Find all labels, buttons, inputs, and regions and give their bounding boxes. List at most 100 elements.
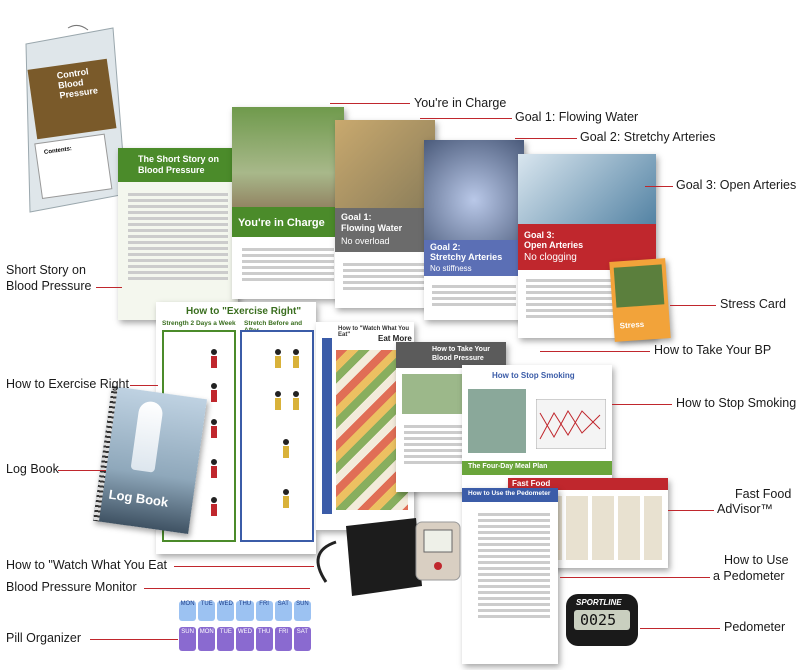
meal-plan-title: The Four-Day Meal Plan — [468, 463, 548, 470]
label-pedometer-use-2: a Pedometer — [713, 569, 785, 583]
in-charge-title: You're in Charge — [238, 217, 325, 229]
goal3-photo — [518, 154, 656, 234]
bp-title: How to Take Your Blood Pressure — [432, 346, 490, 362]
goal2-photo — [424, 140, 524, 240]
goal2-tag: No stiffness — [430, 264, 472, 273]
label-goal3: Goal 3: Open Arteries — [676, 178, 797, 192]
goal2-sub: Stretchy Arteries — [430, 252, 503, 262]
pill-cell: WED — [217, 601, 235, 621]
label-pedometer-use-1: How to Use — [724, 553, 789, 567]
pill-cell: FRI — [274, 627, 292, 651]
eat-left-strip — [322, 338, 332, 514]
leader-exercise-right — [130, 385, 158, 386]
goal1-tag: No overload — [341, 236, 390, 246]
label-fast-food-2: AdVisor™ — [717, 502, 774, 516]
leader-stress-card — [670, 305, 716, 306]
goal1-photo — [335, 120, 435, 208]
kit-bag: Control Blood Pressure Contents: — [8, 24, 128, 214]
pill-cell: SAT — [274, 601, 292, 621]
leader-watch-eat — [174, 566, 314, 567]
label-stress-card: Stress Card — [720, 297, 786, 311]
label-stop-smoking: How to Stop Smoking — [676, 396, 797, 410]
meal-plan-band — [462, 461, 612, 475]
goal1-doc: Goal 1: Flowing Water No overload — [335, 120, 435, 308]
label-bp-monitor: Blood Pressure Monitor — [6, 580, 137, 594]
pedometer-display — [574, 610, 630, 630]
goal3-title: Goal 3: — [524, 230, 555, 240]
leader-goal3 — [645, 186, 673, 187]
pill-cell: TUE — [198, 601, 216, 621]
label-pill-organizer: Pill Organizer — [6, 631, 82, 645]
label-pedometer: Pedometer — [724, 620, 786, 634]
pill-bottom-row: SUN MON TUE WED THU FRI SAT — [178, 626, 312, 652]
pill-cell: SUN — [293, 601, 311, 621]
pedometer-device: SPORTLINE 0025 — [566, 594, 638, 646]
leader-log-book — [58, 470, 106, 471]
exercise-title: How to "Exercise Right" — [186, 306, 302, 317]
pill-cell: MON — [198, 627, 216, 651]
label-watch-eat: How to "Watch What You Eat — [6, 558, 167, 572]
in-charge-text — [242, 245, 334, 284]
goal3-tag: No clogging — [524, 252, 577, 263]
exercise-right-col — [240, 330, 314, 542]
log-book-title: Log Book — [107, 486, 170, 510]
fast-food-band — [508, 478, 668, 490]
exercise-left-heading: Strength 2 Days a Week — [162, 320, 236, 327]
short-story-header — [118, 148, 238, 182]
in-charge-doc: You're in Charge — [232, 107, 344, 299]
goal2-band — [424, 240, 524, 276]
label-youre-in-charge: You're in Charge — [414, 96, 507, 110]
pill-cell: TUE — [217, 627, 235, 651]
bp-monitor-illustration — [316, 518, 461, 596]
pill-cell: WED — [236, 627, 254, 651]
goal3-sub: Open Arteries — [524, 240, 584, 250]
goal3-text — [526, 276, 616, 321]
exercise-figures — [211, 349, 299, 516]
leader-goal1 — [420, 118, 512, 119]
short-story-doc: The Short Story on Blood Pressure — [118, 148, 238, 320]
label-take-bp: How to Take Your BP — [654, 343, 772, 357]
pill-cell: THU — [255, 627, 273, 651]
eat-more: Eat More — [378, 334, 412, 343]
smoking-doc: How to Stop Smoking The Four-Day Meal Pl… — [462, 365, 612, 495]
label-exercise-right: How to Exercise Right — [6, 377, 129, 391]
bp-band — [396, 342, 506, 368]
label-goal1: Goal 1: Flowing Water — [515, 110, 639, 124]
short-story-title: The Short Story on Blood Pressure — [138, 154, 219, 175]
label-short-story-2: Blood Pressure — [6, 279, 92, 293]
smoking-photo — [468, 389, 526, 453]
leader-take-bp — [540, 351, 650, 352]
leader-pedometer-use — [560, 577, 710, 578]
pill-organizer: MON TUE WED THU FRI SAT SUN SUN MON TUE … — [178, 600, 312, 656]
bp-text — [404, 422, 498, 467]
label-fast-food-1: Fast Food — [735, 487, 792, 501]
log-book-geyser — [130, 400, 165, 473]
goal1-band — [335, 208, 435, 252]
pedometer-guide-doc: How to Use the Pedometer — [462, 488, 558, 664]
leader-youre-in-charge — [330, 103, 410, 104]
pill-cell: MON — [179, 601, 197, 621]
pedometer-guide-title: How to Use the Pedometer — [468, 490, 551, 497]
leader-bp-monitor — [144, 588, 310, 589]
bag-title: Control Blood Pressure — [56, 65, 98, 100]
goal1-sub: Flowing Water — [341, 223, 403, 233]
smoking-chart — [536, 399, 606, 449]
pill-cell: SAT — [293, 627, 311, 651]
pill-cell: FRI — [255, 601, 273, 621]
short-story-text — [128, 190, 228, 283]
label-log-book: Log Book — [6, 462, 59, 476]
goal1-title: Goal 1: — [341, 212, 372, 222]
goal2-doc: Goal 2: Stretchy Arteries No stiffness — [424, 140, 524, 320]
goal2-text — [432, 282, 516, 309]
stress-card-title: Stress — [619, 319, 645, 331]
pedometer-readout: 0025 — [580, 611, 617, 629]
leader-fast-food — [668, 510, 714, 511]
stress-card-photo — [613, 264, 665, 308]
leader-stop-smoking — [612, 404, 672, 405]
in-charge-photo — [232, 107, 344, 217]
stress-card: Stress — [609, 258, 671, 342]
bp-monitor — [306, 512, 466, 604]
smoking-title: How to Stop Smoking — [492, 371, 575, 380]
label-goal2: Goal 2: Stretchy Arteries — [580, 130, 716, 144]
log-book: Log Book — [93, 385, 207, 535]
